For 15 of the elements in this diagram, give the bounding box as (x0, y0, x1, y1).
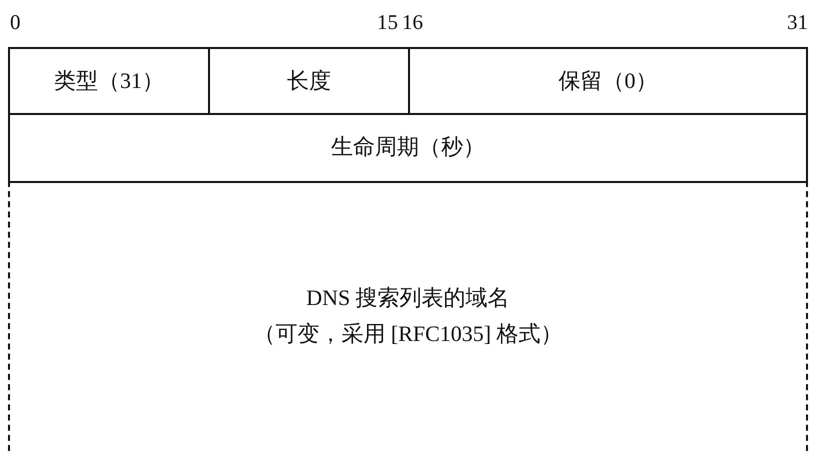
field-box (8, 47, 208, 115)
field-label: 保留（0） (558, 67, 658, 95)
field-label: 生命周期（秒） (331, 133, 485, 161)
field-box (408, 47, 808, 115)
field-label: 长度 (287, 67, 331, 95)
field-box (208, 47, 408, 115)
field-box (8, 181, 808, 451)
bit-number: 0 (10, 10, 20, 35)
bit-number: 15 (377, 10, 398, 35)
field-box (8, 113, 808, 183)
field-label: 类型（31） (54, 67, 164, 95)
bit-number: 16 (402, 10, 423, 35)
bit-number: 31 (787, 10, 808, 35)
field-label: DNS 搜索列表的域名 (306, 284, 510, 312)
field-label: （可变，采用 [RFC1035] 格式） (253, 320, 563, 348)
